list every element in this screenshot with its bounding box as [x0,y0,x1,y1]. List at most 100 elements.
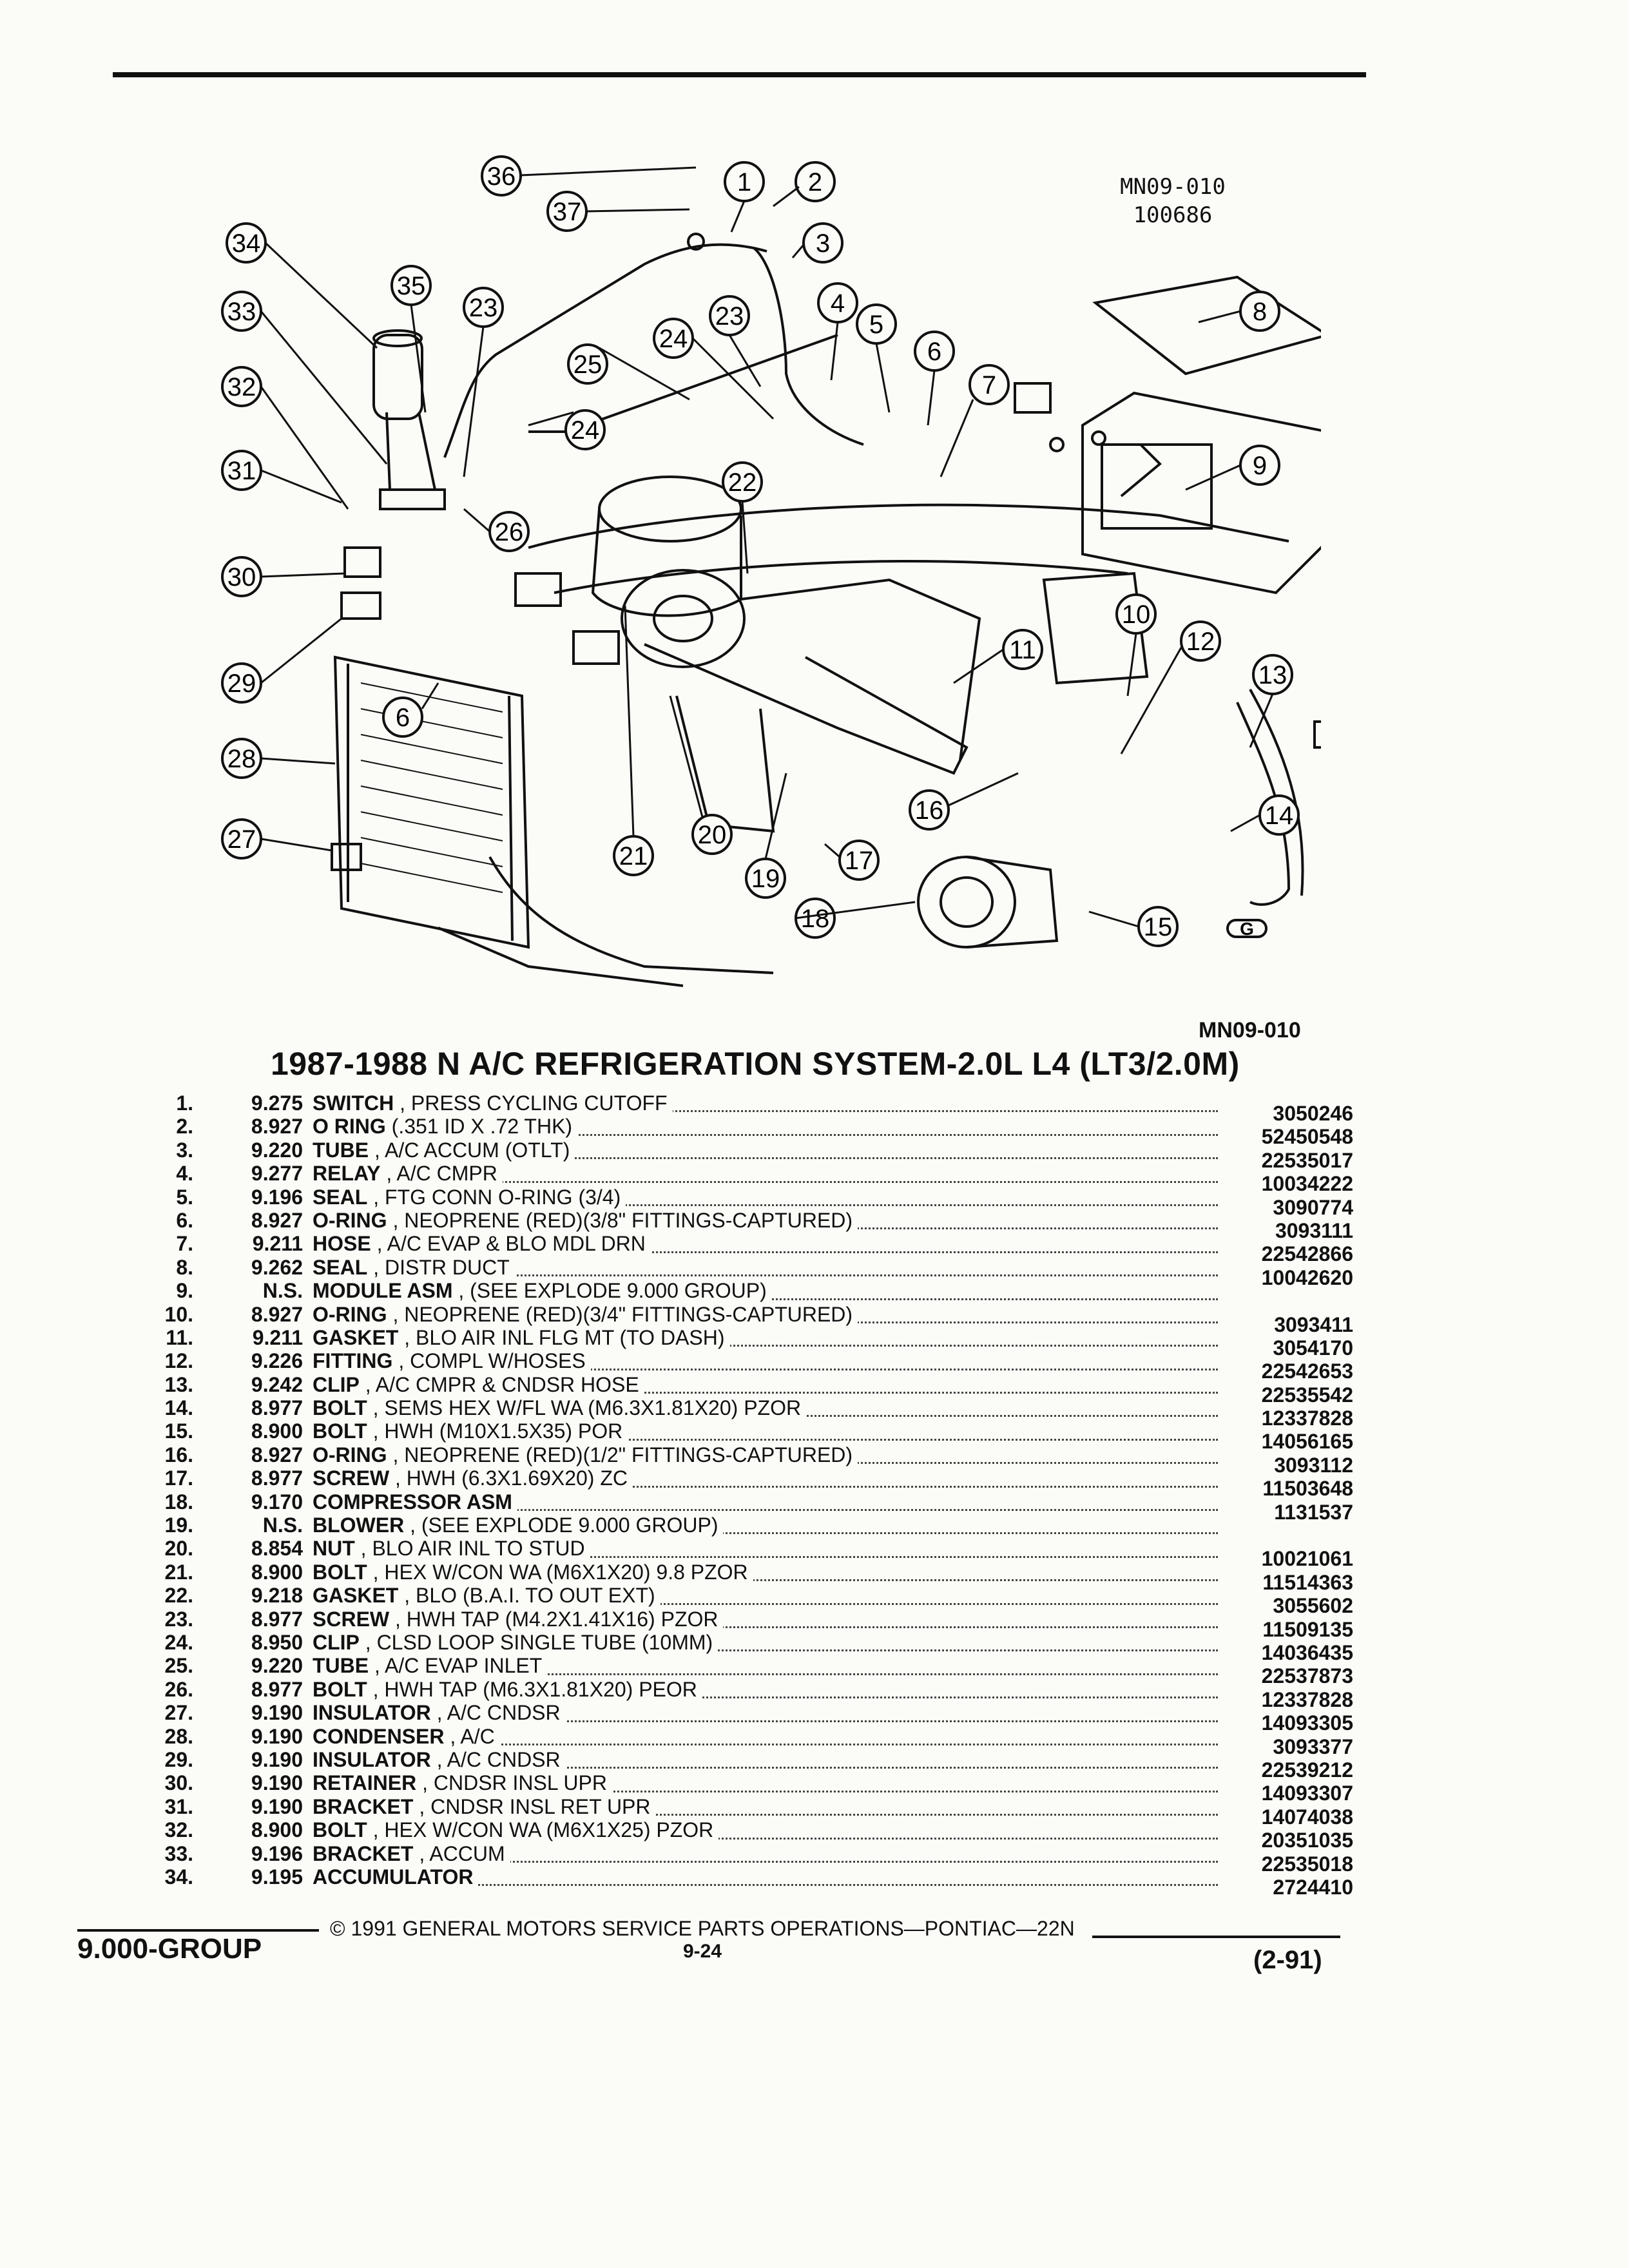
part-number: 3055602 [1221,1594,1353,1618]
group-code: 9.218 [251,1584,303,1608]
part-name: O-RING [313,1443,387,1466]
figure-id: MN09-010 [1199,1018,1301,1043]
part-row: 9.N.S.MODULE ASM , (SEE EXPLODE 9.000 GR… [97,1279,1353,1303]
part-number: 22535017 [1221,1148,1353,1172]
dash-panel-drawing [528,503,1289,549]
group-code: 9.190 [251,1794,303,1818]
leader-dots [313,1579,1218,1582]
part-detail: , HEX W/CON WA (M6X1X20) 9.8 PZOR [367,1560,748,1584]
part-description: O-RING , NEOPRENE (RED)(3/4" FITTINGS-CA… [313,1302,858,1326]
callout-36: 36 [481,155,522,197]
callout-1: 1 [724,161,765,202]
part-description: O-RING , NEOPRENE (RED)(1/2" FITTINGS-CA… [313,1443,858,1466]
footer-copyright: © 1991 GENERAL MOTORS SERVICE PARTS OPER… [330,1917,1075,1940]
leader-dots [313,1649,1218,1652]
leader-dots [313,1673,1218,1675]
part-detail: , HWH (M10X1.5X35) POR [367,1419,623,1443]
item-number: 27. [164,1701,193,1725]
page-number: 9-24 [683,1941,722,1962]
part-name: CLIP [313,1372,360,1396]
svg-text:24: 24 [571,416,600,445]
svg-text:24: 24 [659,325,688,353]
part-number: 22535542 [1221,1383,1353,1407]
svg-text:26: 26 [495,518,524,546]
part-name: BRACKET [313,1841,414,1865]
group-code: 9.170 [251,1490,303,1514]
callout-25: 25 [567,343,608,385]
part-number: 3054170 [1221,1336,1353,1360]
group-code: 9.220 [251,1138,303,1162]
part-detail: , NEOPRENE (RED)(3/8" FITTINGS-CAPTURED) [387,1208,853,1232]
svg-text:11: 11 [1009,636,1036,664]
part-number: 14074038 [1221,1805,1353,1829]
svg-text:20: 20 [698,821,727,849]
item-number: 32. [164,1818,193,1842]
part-description: O RING (.351 ID X .72 THK) [313,1115,578,1139]
svg-text:34: 34 [232,229,261,258]
leader-dots [313,1368,1218,1370]
leader-dots [313,1133,1218,1136]
svg-text:22: 22 [728,468,757,497]
callout-13: 13 [1252,654,1293,695]
item-number: 22. [164,1584,193,1608]
part-description: BOLT , HEX W/CON WA (M6X1X20) 9.8 PZOR [313,1560,753,1584]
group-code: 9.196 [251,1841,303,1865]
part-detail: , A/C [444,1724,495,1748]
part-detail: , DISTR DUCT [367,1255,510,1279]
part-description: GASKET , BLO AIR INL FLG MT (TO DASH) [313,1325,730,1349]
footer-group: 9.000-GROUP [77,1933,262,1965]
part-number: 11503648 [1221,1477,1353,1501]
callout-23-second: 23 [709,295,750,336]
item-number: 29. [164,1747,193,1771]
callout-12: 12 [1180,620,1221,662]
item-number: 17. [164,1466,193,1490]
part-number: 3093377 [1221,1735,1353,1758]
group-code: 8.927 [251,1208,303,1232]
callout-37: 37 [546,191,588,232]
callout-4: 4 [817,282,858,323]
part-name: CONDENSER [313,1724,445,1748]
leader-dots [313,1485,1218,1488]
drain-hose-drawing [1120,443,1162,497]
item-number: 6. [176,1208,193,1232]
part-name: O RING [313,1115,386,1139]
catalog-mark-G: G [1226,919,1268,939]
group-code: 8.900 [251,1419,303,1443]
part-name: GASKET [313,1584,399,1608]
part-number: 52450548 [1221,1125,1353,1149]
part-detail: , BLO AIR INL TO STUD [354,1537,585,1561]
item-number: 10. [164,1302,193,1326]
item-number: 7. [176,1232,193,1256]
part-name: O-RING [313,1208,387,1232]
part-name: BOLT [313,1677,367,1701]
leader-dots [313,1743,1218,1745]
part-description: MODULE ASM , (SEE EXPLODE 9.000 GROUP) [313,1279,772,1303]
leader-dots [313,1555,1218,1558]
part-number: 11509135 [1221,1617,1353,1641]
item-number: 15. [164,1419,193,1443]
part-detail: , A/C CMPR [380,1162,497,1186]
callout-6: 6 [914,331,955,372]
part-name: NUT [313,1537,355,1561]
callout-28: 28 [221,738,262,779]
group-code: 9.211 [252,1232,303,1256]
part-number: 14093307 [1221,1782,1353,1805]
part-description: NUT , BLO AIR INL TO STUD [313,1537,590,1561]
callout-26: 26 [488,511,530,552]
callout-30: 30 [221,556,262,597]
part-description: INSULATOR , A/C CNDSR [313,1747,566,1771]
leader-dots [313,1790,1218,1792]
item-number: 12. [164,1349,193,1373]
part-description: BOLT , HEX W/CON WA (M6X1X25) PZOR [313,1818,719,1842]
clip-drawing [1313,720,1321,749]
leader-dots [313,1837,1218,1840]
